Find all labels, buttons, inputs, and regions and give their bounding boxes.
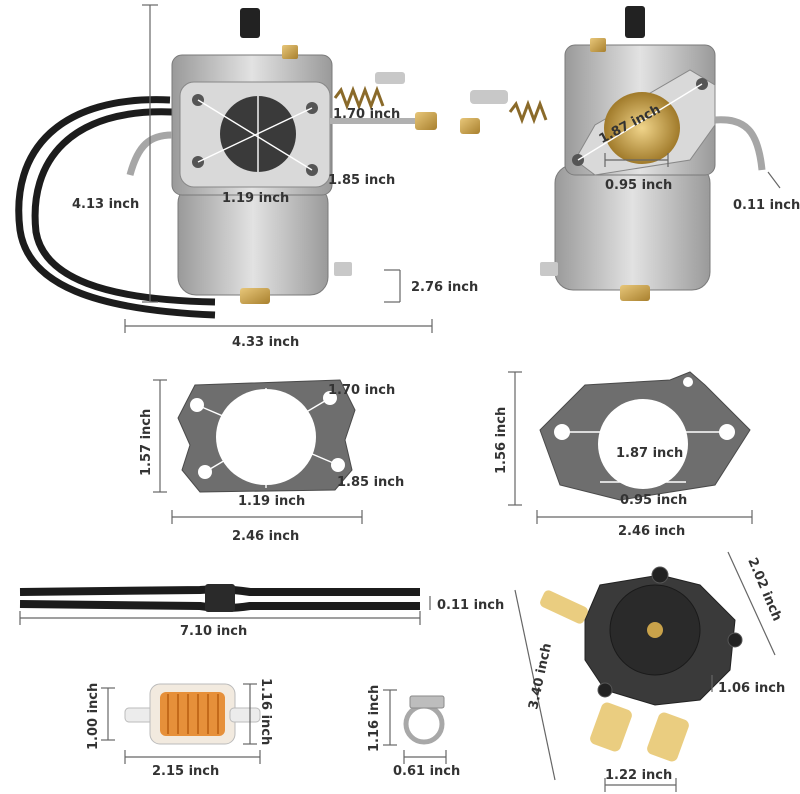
- label-clamp-w: 0.61 inch: [393, 764, 460, 779]
- label-filter-h2: 1.16 inch: [258, 678, 273, 745]
- carb-dimensions: [124, 4, 433, 333]
- fuel-hose: [19, 584, 420, 612]
- label-g2-bore: 0.95 inch: [620, 493, 687, 508]
- label-hose-len: 7.10 inch: [180, 624, 247, 639]
- label-carb-width: 4.33 inch: [232, 335, 299, 350]
- pump-dimensions: [514, 551, 776, 792]
- label-rear-bore: 0.95 inch: [605, 178, 672, 193]
- carburetor-rear: [460, 6, 766, 301]
- carb-solenoid-connector: [240, 8, 260, 38]
- label-pump-port: 1.06 inch: [718, 681, 785, 696]
- carb-throttle-rod: [330, 118, 415, 124]
- carb-bowl-screw: [334, 262, 352, 276]
- clamp-dimensions: [383, 689, 447, 764]
- label-pump-height: 3.40 inch: [526, 642, 555, 711]
- fuel-hose-loop: [15, 96, 216, 319]
- rear-brass-fitting: [460, 118, 480, 134]
- gasket-two-hole: [539, 371, 751, 501]
- label-g1-bolt-a: 1.70 inch: [328, 383, 395, 398]
- label-g1-width: 2.46 inch: [232, 529, 299, 544]
- gasket1-dimensions: [153, 379, 363, 524]
- rear-idle-spring: [508, 99, 548, 125]
- carburetor-front: [15, 8, 437, 319]
- label-g1-bolt-b: 1.85 inch: [337, 475, 404, 490]
- label-filter-h1: 1.00 inch: [86, 683, 101, 750]
- hose-dimensions: [19, 596, 431, 625]
- fuel-filter: [124, 683, 261, 745]
- rear-solenoid-connector: [625, 6, 645, 38]
- label-carb-bolt-b: 1.85 inch: [328, 173, 395, 188]
- rear-dimensions: [604, 153, 781, 189]
- carb-inlet-stud: [375, 72, 405, 84]
- label-g2-span: 1.87 inch: [616, 446, 683, 461]
- fuel-hose-loop-2: [31, 108, 216, 306]
- label-carb-bore: 1.19 inch: [222, 191, 289, 206]
- label-g2-height: 1.56 inch: [494, 407, 509, 474]
- rear-drain-nut: [620, 285, 650, 301]
- gasket-four-hole: [177, 379, 356, 493]
- label-carb-bolt-a: 1.70 inch: [333, 107, 400, 122]
- label-carb-height: 4.13 inch: [72, 197, 139, 212]
- label-filter-len: 2.15 inch: [152, 764, 219, 779]
- carb-drain-nut: [240, 288, 270, 304]
- carb-top-screw: [282, 45, 298, 59]
- hose-clamp: [403, 695, 445, 745]
- label-pump-side: 2.02 inch: [744, 556, 784, 624]
- label-hose-dia: 0.11 inch: [437, 598, 504, 613]
- filter-dimensions: [101, 683, 261, 764]
- label-carb-inlet: 2.76 inch: [411, 280, 478, 295]
- label-g2-width: 2.46 inch: [618, 524, 685, 539]
- label-rear-nozzle: 0.11 inch: [733, 198, 800, 213]
- fuel-pump: [540, 566, 743, 762]
- gasket2-dimensions: [508, 371, 753, 524]
- label-g1-height: 1.57 inch: [139, 409, 154, 476]
- carb-idle-spring: [333, 85, 385, 111]
- label-pump-width: 1.22 inch: [605, 768, 672, 783]
- rear-fuel-nozzle: [714, 116, 766, 171]
- carb-brass-fitting: [415, 112, 437, 130]
- label-clamp-h: 1.16 inch: [367, 685, 382, 752]
- rear-throttle-stud: [470, 90, 508, 104]
- rear-venturi-brass: [604, 92, 680, 164]
- rear-bowl-screw: [540, 262, 558, 276]
- carb-fuel-nozzle: [126, 131, 173, 176]
- rear-top-screw: [590, 38, 606, 52]
- label-g1-bore: 1.19 inch: [238, 494, 305, 509]
